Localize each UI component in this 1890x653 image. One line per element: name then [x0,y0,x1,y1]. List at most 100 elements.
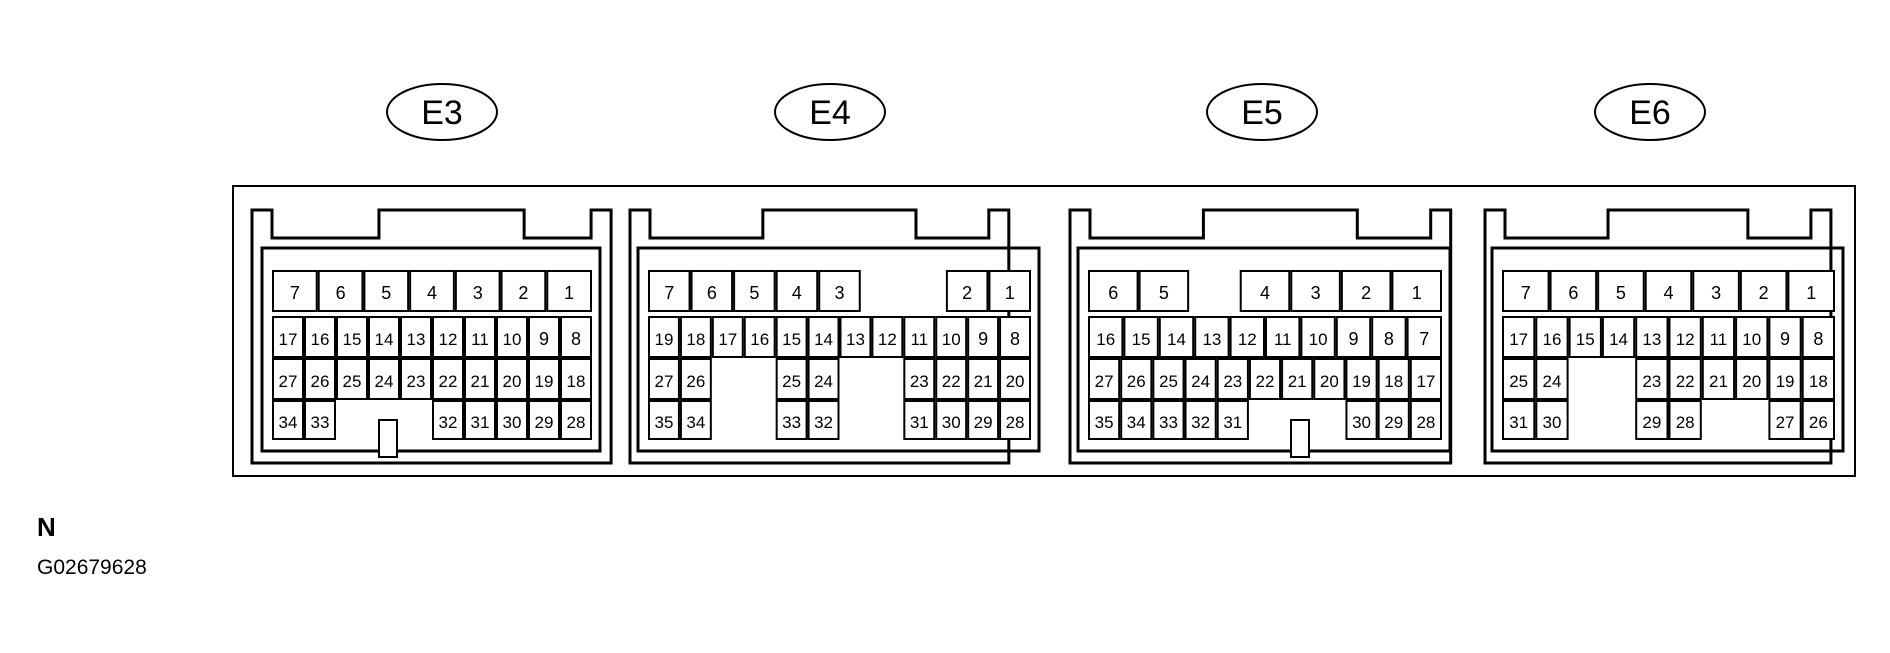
pin-e6-14: 14 [1601,316,1636,358]
pin-e6-28: 28 [1668,400,1702,440]
pin-e5-31: 31 [1216,400,1249,440]
pin-number: 22 [942,372,961,391]
connector-outline [628,208,1011,465]
pin-number: 20 [1742,372,1761,391]
pin-e4-13: 13 [839,316,872,358]
connector-id-label: E4 [809,94,851,132]
pin-number: 2 [962,283,972,303]
pin-number: 12 [1238,330,1257,349]
pin-number: 32 [439,413,458,432]
pin-number: 19 [654,330,673,349]
pin-e6-23: 23 [1635,358,1669,400]
pin-e5-15: 15 [1123,316,1159,358]
connector-id-ellipse [774,83,886,141]
pin-e3-7: 7 [272,270,318,312]
pin-number: 9 [1780,329,1790,349]
pin-number: 23 [407,372,426,391]
pin-e3-24: 24 [368,358,400,400]
pin-e6-24: 24 [1535,358,1569,400]
pin-e4-20: 20 [999,358,1031,400]
pin-number: 35 [654,413,673,432]
pin-e6-4: 4 [1644,270,1693,312]
pin-e4-4: 4 [775,270,819,312]
pin-e3-23: 23 [400,358,432,400]
pin-number: 5 [1159,283,1169,303]
pin-e5-33: 33 [1152,400,1185,440]
pin-number: 18 [1384,372,1403,391]
pin-number: 15 [782,330,801,349]
pin-number: 6 [1108,283,1118,303]
pin-number: 29 [535,413,554,432]
pin-number: 12 [439,330,458,349]
pin-e5-1: 1 [1391,270,1443,312]
pin-number: 20 [1006,372,1025,391]
pin-number: 27 [1776,413,1795,432]
pin-number: 22 [1256,372,1275,391]
pin-e5-10: 10 [1300,316,1336,358]
pin-e5-9: 9 [1335,316,1372,358]
pin-e3-11: 11 [464,316,496,358]
pin-e5-34: 34 [1120,400,1153,440]
pin-number: 33 [311,413,330,432]
connector-cavity [1490,246,1845,453]
pin-number: 6 [1568,283,1578,303]
pin-e3-18: 18 [560,358,592,400]
pin-e5-19: 19 [1345,358,1378,400]
pin-number: 18 [686,330,705,349]
pin-e5-4: 4 [1239,270,1291,312]
pin-number: 21 [974,372,993,391]
pin-e3-26: 26 [304,358,336,400]
pin-number: 28 [1676,413,1695,432]
pin-number: 30 [503,413,522,432]
figure-code: G02679628 [37,556,147,579]
pin-number: 26 [686,372,705,391]
pin-e6-29: 29 [1635,400,1669,440]
pin-e6-12: 12 [1668,316,1702,358]
pin-number: 1 [1806,283,1816,303]
pin-e6-3: 3 [1692,270,1740,312]
pin-number: 20 [503,372,522,391]
pin-number: 11 [1274,330,1292,349]
pin-e4-1: 1 [988,270,1032,312]
pin-e3-1: 1 [546,270,592,312]
pin-number: 15 [343,330,362,349]
pin-number: 11 [1710,330,1728,349]
pin-number: 24 [375,372,394,391]
pin-number: 19 [1352,372,1371,391]
pin-e5-7: 7 [1406,316,1442,358]
pin-e4-19: 19 [648,316,680,358]
pin-number: 30 [1352,413,1371,432]
pin-e5-26: 26 [1120,358,1153,400]
pin-number: 1 [1005,283,1015,303]
pin-number: 17 [718,330,737,349]
pin-e3-14: 14 [368,316,400,358]
connector-id-ellipse [1206,83,1318,141]
connector-cavity [1076,246,1452,453]
pin-number: 29 [974,413,993,432]
pin-e5-11: 11 [1265,316,1301,358]
pin-number: 5 [1616,283,1626,303]
pin-number: 18 [1809,372,1828,391]
pin-number: 14 [1609,330,1628,349]
pin-e4-10: 10 [935,316,968,358]
pin-e5-32: 32 [1184,400,1217,440]
pin-e6-21: 21 [1701,358,1736,400]
pin-e3-2: 2 [500,270,547,312]
pin-e4-11: 11 [903,316,936,358]
pin-e4-26: 26 [679,358,712,400]
pin-e3-20: 20 [496,358,528,400]
pin-number: 24 [1542,372,1561,391]
pin-number: 2 [518,283,528,303]
pin-e6-9: 9 [1768,316,1802,358]
pin-e5-25: 25 [1152,358,1185,400]
pin-e3-6: 6 [317,270,364,312]
pin-number: 8 [1813,329,1823,349]
keying-slot [1290,419,1310,458]
pin-number: 10 [1742,330,1761,349]
pin-number: 2 [1759,283,1769,303]
connector-id-label: E3 [421,94,463,132]
pin-number: 4 [1260,283,1270,303]
pin-number: 28 [1006,413,1025,432]
